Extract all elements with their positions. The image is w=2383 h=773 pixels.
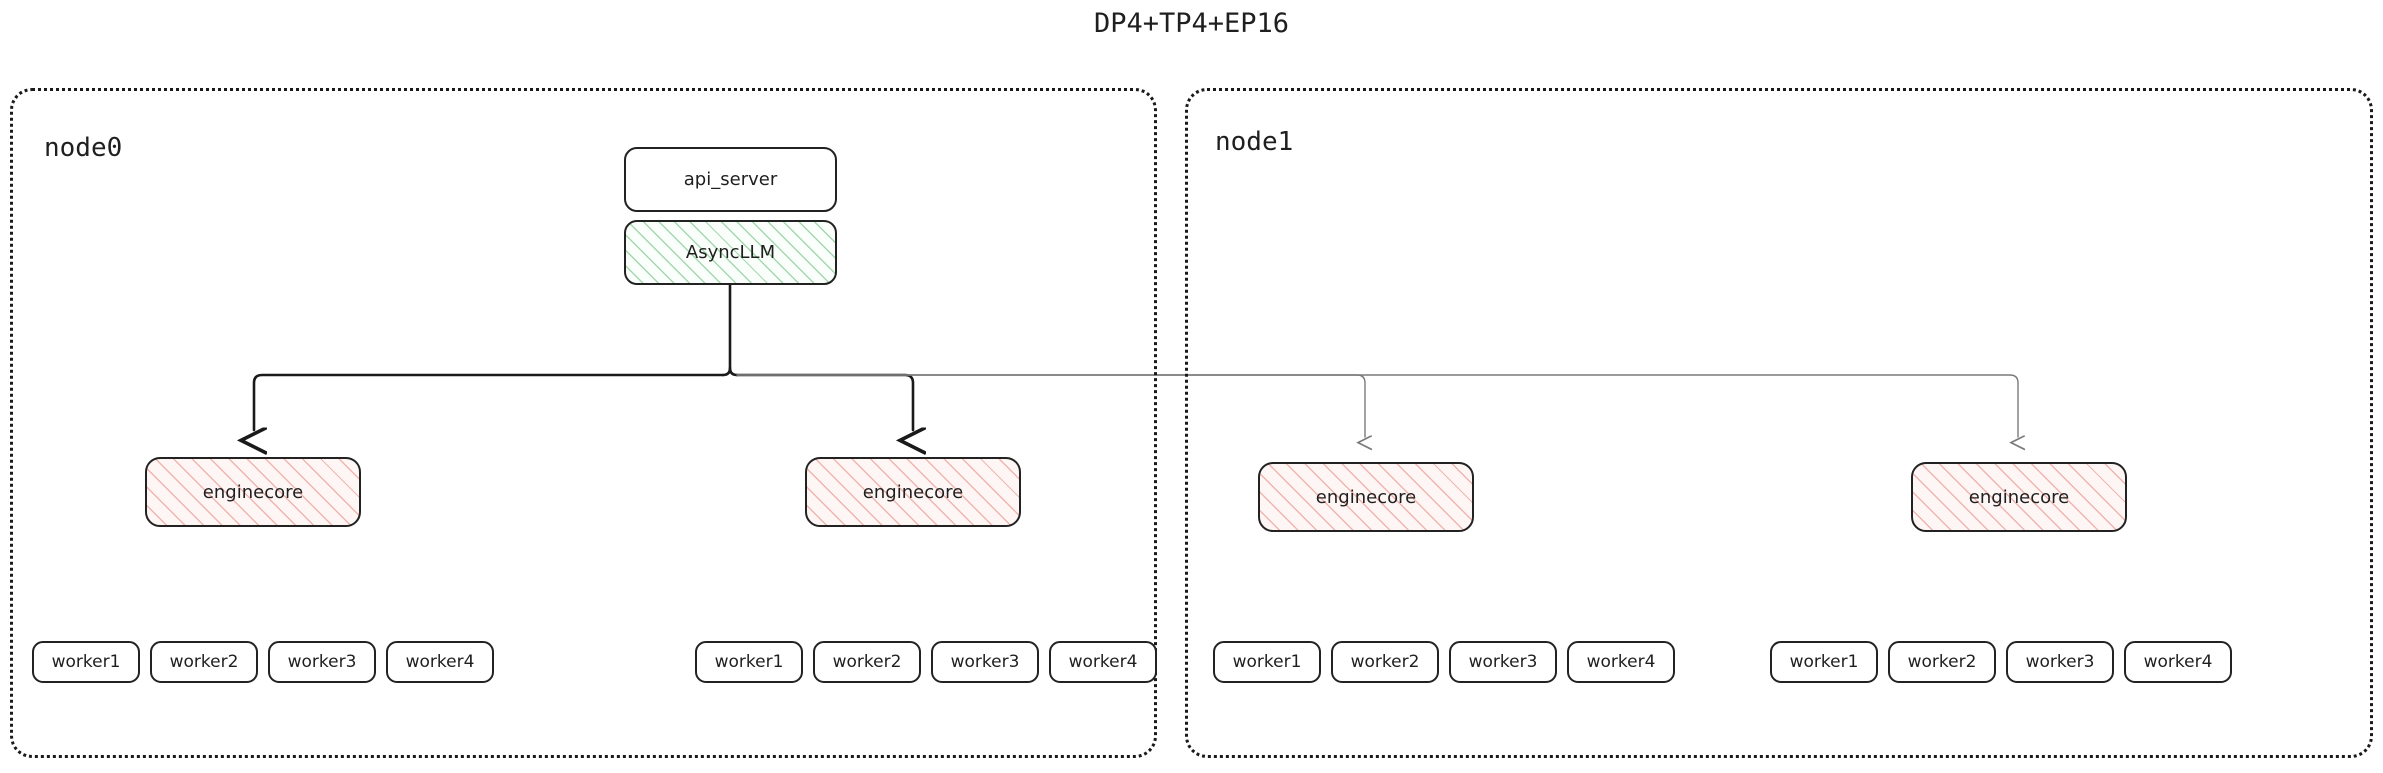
box-worker[interactable]: worker1 <box>1213 641 1321 683</box>
box-api-server-label: api_server <box>683 169 778 190</box>
box-worker[interactable]: worker1 <box>695 641 803 683</box>
worker-label: worker2 <box>1350 652 1420 672</box>
worker-label: worker2 <box>1907 652 1977 672</box>
box-worker[interactable]: worker3 <box>2006 641 2114 683</box>
box-async-llm-label: AsyncLLM <box>685 242 776 263</box>
box-node0-enginecore-1-label: enginecore <box>862 481 964 503</box>
node-label-node1: node1 <box>1215 127 1294 157</box>
worker-label: worker1 <box>51 652 121 672</box>
worker-label: worker2 <box>169 652 239 672</box>
node-container-node1 <box>1185 88 2373 758</box>
box-async-llm[interactable]: AsyncLLM <box>624 220 837 285</box>
worker-label: worker1 <box>1789 652 1859 672</box>
box-node1-enginecore-1[interactable]: enginecore <box>1911 462 2127 532</box>
worker-label: worker4 <box>1586 652 1656 672</box>
box-node0-enginecore-1[interactable]: enginecore <box>805 457 1021 527</box>
box-worker[interactable]: worker3 <box>1449 641 1557 683</box>
box-worker[interactable]: worker4 <box>1567 641 1675 683</box>
box-worker[interactable]: worker1 <box>1770 641 1878 683</box>
box-worker[interactable]: worker2 <box>1331 641 1439 683</box>
page-title: DP4+TP4+EP16 <box>1093 8 1290 39</box>
worker-label: worker1 <box>1232 652 1302 672</box>
box-node1-enginecore-0-label: enginecore <box>1315 486 1417 508</box>
box-worker[interactable]: worker4 <box>2124 641 2232 683</box>
worker-label: worker3 <box>950 652 1020 672</box>
box-api-server[interactable]: api_server <box>624 147 837 212</box>
node-label-node0: node0 <box>44 133 123 163</box>
box-worker[interactable]: worker3 <box>931 641 1039 683</box>
box-worker[interactable]: worker4 <box>1049 641 1157 683</box>
box-worker[interactable]: worker2 <box>150 641 258 683</box>
worker-label: worker2 <box>832 652 902 672</box>
box-worker[interactable]: worker3 <box>268 641 376 683</box>
worker-label: worker4 <box>1068 652 1138 672</box>
box-node0-enginecore-0[interactable]: enginecore <box>145 457 361 527</box>
worker-label: worker3 <box>2025 652 2095 672</box>
box-worker[interactable]: worker2 <box>813 641 921 683</box>
worker-label: worker3 <box>287 652 357 672</box>
worker-label: worker1 <box>714 652 784 672</box>
worker-label: worker4 <box>2143 652 2213 672</box>
box-worker[interactable]: worker1 <box>32 641 140 683</box>
box-node0-enginecore-0-label: enginecore <box>202 481 304 503</box>
box-worker[interactable]: worker4 <box>386 641 494 683</box>
box-worker[interactable]: worker2 <box>1888 641 1996 683</box>
node-container-node0 <box>10 88 1157 758</box>
worker-label: worker3 <box>1468 652 1538 672</box>
worker-label: worker4 <box>405 652 475 672</box>
box-node1-enginecore-1-label: enginecore <box>1968 486 2070 508</box>
box-node1-enginecore-0[interactable]: enginecore <box>1258 462 1474 532</box>
